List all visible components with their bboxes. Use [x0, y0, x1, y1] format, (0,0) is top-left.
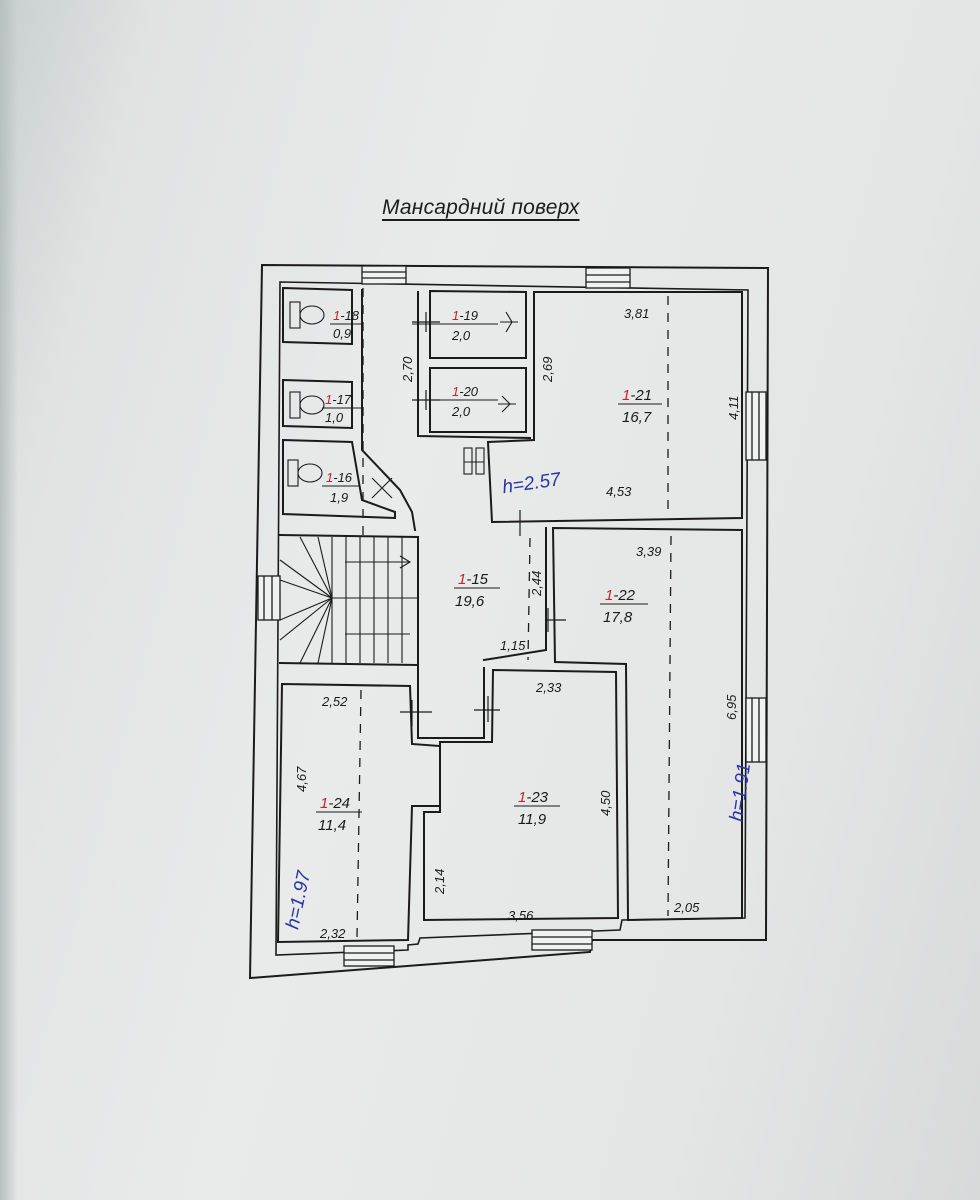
window-top-left [361, 265, 407, 285]
dim-252: 2,52 [321, 694, 348, 709]
room-area-18: 0,9 [333, 326, 351, 341]
door-swing-16 [371, 477, 393, 499]
window-top-right [585, 267, 631, 289]
height-note-21: h=2.57 [501, 469, 563, 498]
dim-411: 4,11 [726, 396, 741, 420]
window-right-upper [745, 391, 767, 461]
room-label-22: 1-22 [605, 587, 636, 604]
wall-hall-bottom [417, 664, 485, 739]
room-area-21: 16,7 [622, 409, 652, 426]
toilet-icon [289, 391, 325, 419]
wall-wc17 [282, 378, 353, 430]
fixtures [287, 301, 518, 499]
dim-232: 2,32 [319, 926, 346, 941]
toilet-icon [289, 301, 325, 329]
sink-icon [500, 311, 518, 333]
dashed-axes [356, 288, 672, 939]
wall-room24 [276, 682, 441, 944]
window-right-lower [745, 697, 767, 763]
wall-wc18 [282, 286, 353, 346]
staircase [279, 536, 418, 664]
height-note-22: h=1.91 [726, 762, 755, 823]
dim-339: 3,39 [636, 544, 661, 559]
wall-room21 [486, 291, 743, 524]
room-area-17: 1,0 [325, 410, 344, 425]
room-label-17: 1-17 [325, 392, 352, 407]
dim-356: 3,56 [508, 908, 534, 923]
page-title: Мансардний поверх [382, 196, 580, 219]
window-left [257, 575, 281, 621]
wall-room20 [429, 367, 527, 433]
outer-wall-inner [275, 281, 749, 956]
toilet-icon [287, 459, 323, 487]
room-label-23: 1-23 [518, 789, 549, 806]
window-bottom-left [343, 945, 395, 967]
room-area-16: 1,9 [330, 490, 348, 505]
room-area-19: 2,0 [451, 328, 471, 343]
dim-467: 4,67 [294, 766, 309, 792]
dim-270: 2,70 [400, 356, 415, 383]
room-area-15: 19,6 [455, 593, 485, 610]
wall-room19 [429, 289, 527, 359]
dim-453: 4,53 [606, 484, 632, 499]
room-area-20: 2,0 [451, 404, 471, 419]
dim-269: 2,69 [540, 357, 555, 383]
dim-214: 2,14 [432, 869, 447, 895]
page-edge-shadow [0, 0, 18, 1200]
room-label-16: 1-16 [326, 470, 353, 485]
height-note-24: h=1.97 [282, 868, 315, 931]
dim-695: 6,95 [724, 694, 739, 720]
window-bottom-mid [531, 929, 593, 951]
wall-corridor-upper [417, 291, 532, 440]
dim-244: 2,44 [529, 571, 544, 597]
room-label-19: 1-19 [452, 308, 478, 323]
tap-icon [463, 447, 485, 475]
wall-hall-right [482, 527, 547, 662]
dim-450: 4,50 [598, 790, 613, 816]
room-area-22: 17,8 [603, 609, 633, 626]
wall-room22 [551, 526, 743, 922]
room-area-24: 11,4 [318, 817, 346, 834]
dimension-labels: 2,70 2,69 3,81 4,11 4,53 2,44 1,15 3,39 … [294, 306, 741, 941]
outer-wall-outer [248, 263, 770, 980]
room-area-23: 11,9 [518, 811, 547, 828]
handwritten-heights: h=2.57 h=1.91 h=1.97 [282, 469, 755, 931]
room-label-18: 1-18 [333, 308, 360, 323]
sink-icon [498, 395, 516, 413]
dim-381: 3,81 [624, 306, 649, 321]
room-label-15: 1-15 [458, 571, 489, 588]
dim-115: 1,15 [500, 638, 526, 653]
wall-corridor-left [361, 289, 417, 532]
windows [257, 265, 767, 967]
dim-233: 2,33 [535, 680, 562, 695]
dim-205: 2,05 [673, 900, 700, 915]
room-label-24: 1-24 [320, 795, 350, 812]
room-label-20: 1-20 [452, 384, 479, 399]
room-label-21: 1-21 [622, 387, 652, 404]
wall-wc16 [282, 438, 396, 520]
room-labels: 1-18 0,9 1-17 1,0 1-16 1,9 1-19 2,0 1-20… [316, 308, 662, 834]
wall-stairs [278, 533, 419, 667]
wall-room23 [423, 668, 620, 922]
